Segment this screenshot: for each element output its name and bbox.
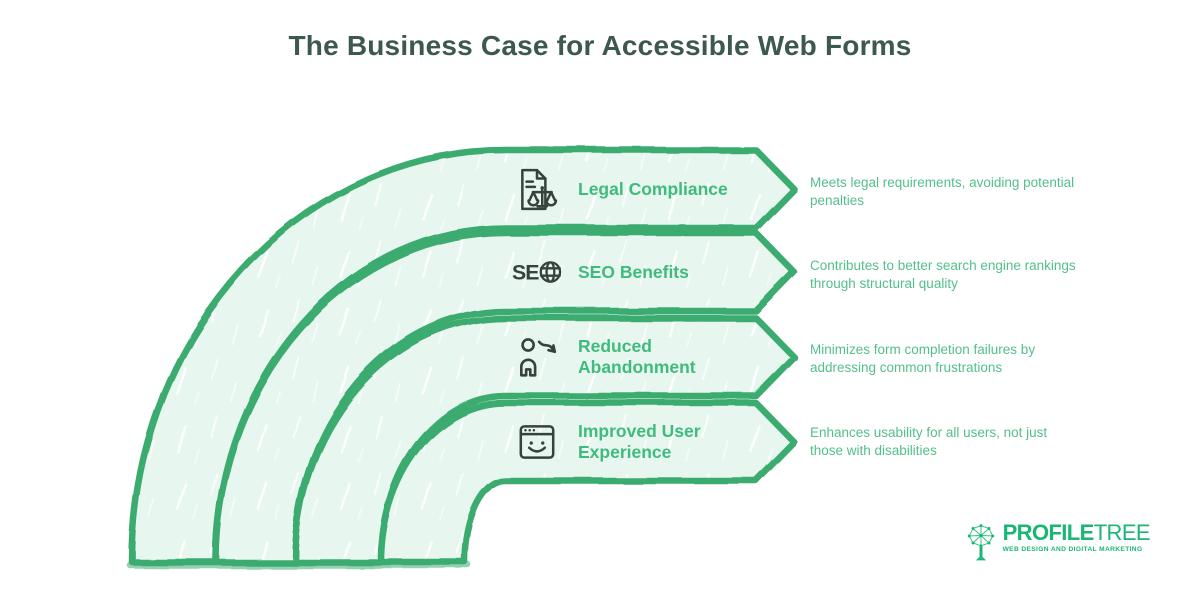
logo-wordmark: PROFILETREE — [1002, 520, 1151, 545]
logo-text: PROFILETREE WEB DESIGN AND DIGITAL MARKE… — [1002, 520, 1151, 553]
svg-text:SE: SE — [512, 260, 539, 284]
row-label: SEO Benefits — [578, 261, 689, 282]
row-label: Legal Compliance — [578, 178, 728, 199]
person-decline-icon — [512, 334, 562, 380]
row-description: Contributes to better search engine rank… — [810, 258, 1076, 291]
row-description: Enhances usability for all users, not ju… — [810, 425, 1048, 458]
row-description: Meets legal requirements, avoiding poten… — [810, 175, 1075, 208]
row-reduced-abandonment: Reduced Abandonment — [512, 318, 736, 396]
row-seo-benefits: SE SEO Benefits — [512, 233, 736, 311]
document-scales-icon — [512, 166, 562, 212]
row-legal-compliance: Legal Compliance — [512, 150, 736, 228]
row-label: Reduced Abandonment — [578, 336, 696, 377]
profiletree-logo: PROFILETREE WEB DESIGN AND DIGITAL MARKE… — [966, 520, 1151, 564]
row-description: Minimizes form completion failures by ad… — [810, 342, 1036, 375]
seo-globe-icon: SE — [512, 249, 562, 295]
browser-smile-icon — [512, 419, 562, 465]
row-improved-user-experience: Improved User Experience — [512, 403, 736, 481]
logo-tagline: WEB DESIGN AND DIGITAL MARKETING — [1002, 546, 1143, 553]
logo-word-profile: PROFILE — [1002, 520, 1095, 545]
tree-icon — [967, 524, 994, 561]
logo-word-tree: TREE — [1093, 520, 1151, 545]
row-label: Improved User Experience — [578, 421, 701, 462]
band-improved-user-experience — [377, 399, 798, 566]
page-title: The Business Case for Accessible Web For… — [288, 30, 912, 61]
